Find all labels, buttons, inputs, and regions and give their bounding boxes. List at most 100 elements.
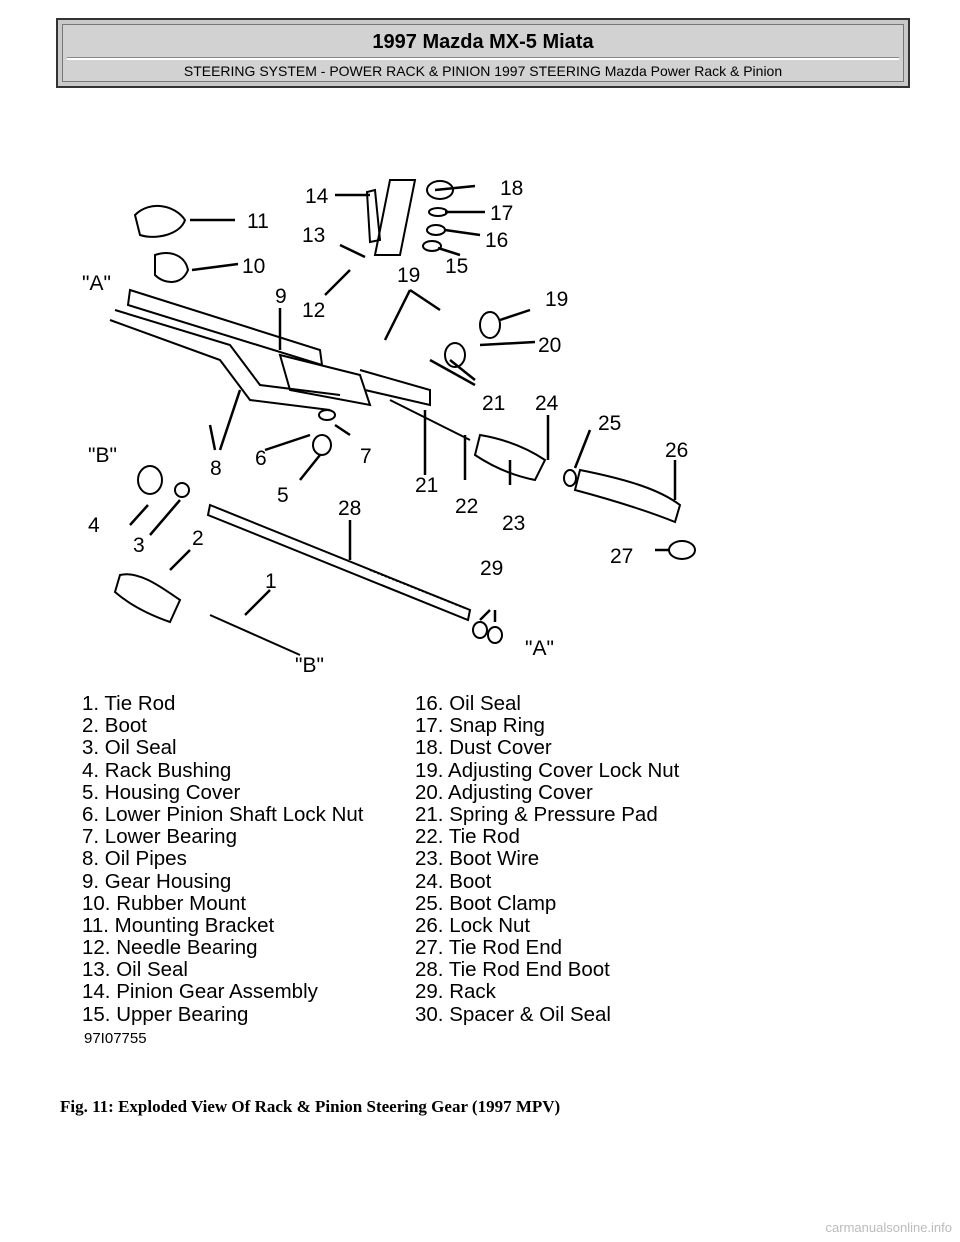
oil-seal-30 bbox=[487, 626, 503, 644]
legend-item: 13. Oil Seal bbox=[82, 958, 188, 982]
snap-ring bbox=[428, 207, 448, 217]
callout-23: 22 bbox=[455, 495, 478, 518]
callout-19b: 19 bbox=[545, 288, 568, 311]
rack-bar bbox=[206, 503, 472, 622]
callout-7: 7 bbox=[360, 445, 372, 468]
rack-bushing-part bbox=[137, 465, 163, 495]
exploded-view-diagram: 14 13 18 17 16 15 11 10 "A" 9 12 19 19 2… bbox=[82, 177, 696, 677]
callout-view-b-upper: "B" bbox=[88, 444, 117, 467]
legend-item: 1. Tie Rod bbox=[82, 692, 176, 715]
callout-16: 16 bbox=[485, 229, 508, 252]
callout-22: 21 bbox=[415, 474, 438, 497]
lower-bearing-part bbox=[318, 409, 336, 421]
callout-27: 26 bbox=[665, 439, 688, 462]
view-a-label-lower: "A" bbox=[525, 637, 554, 660]
rubber-mount bbox=[154, 252, 190, 283]
oil-seal-3 bbox=[174, 482, 190, 498]
oil-pipe-1 bbox=[109, 319, 331, 411]
mounting-bracket bbox=[133, 204, 187, 238]
valve-body bbox=[278, 353, 372, 407]
figure-code: 97I07755 bbox=[84, 1030, 147, 1047]
callout-18: 18 bbox=[500, 177, 523, 200]
legend-item: 23. Boot Wire bbox=[415, 847, 540, 871]
legend-item: 30. Spacer & Oil Seal bbox=[415, 1002, 611, 1026]
page-title: 1997 Mazda MX-5 Miata bbox=[372, 31, 594, 53]
header-panel: 1997 Mazda MX-5 Miata STEERING SYSTEM - … bbox=[62, 24, 904, 82]
callout-2: 2 bbox=[192, 527, 204, 550]
legend-item: 12. Needle Bearing bbox=[82, 936, 258, 960]
legend-item: 7. Lower Bearing bbox=[82, 825, 237, 849]
legend-item: 26. Lock Nut bbox=[415, 913, 531, 937]
view-a-label: "A" bbox=[82, 272, 111, 295]
legend-item: 3. Oil Seal bbox=[82, 736, 177, 760]
lock-nut-26 bbox=[563, 469, 577, 487]
callout-30: 29 bbox=[480, 557, 503, 580]
left-tie-rod bbox=[209, 614, 301, 656]
callout-20: 20 bbox=[538, 334, 561, 357]
callout-29: 28 bbox=[338, 497, 361, 520]
legend-item: 17. Snap Ring bbox=[415, 714, 545, 738]
tie-rod-end bbox=[573, 468, 682, 524]
right-boot bbox=[473, 433, 547, 482]
adjusting-cover bbox=[479, 311, 501, 339]
callout-14: 14 bbox=[305, 185, 329, 208]
oil-pipe-2 bbox=[114, 309, 341, 396]
pinion-housing bbox=[373, 179, 417, 256]
callout-26: 25 bbox=[598, 412, 621, 435]
callout-6: 6 bbox=[255, 447, 267, 470]
housing-cover-part bbox=[312, 434, 332, 456]
legend-item: 22. Tie Rod bbox=[415, 825, 520, 849]
legend-item: 6. Lower Pinion Shaft Lock Nut bbox=[82, 802, 364, 826]
legend-item: 5. Housing Cover bbox=[82, 780, 241, 804]
page-subtitle: STEERING SYSTEM - POWER RACK & PINION 19… bbox=[183, 63, 783, 79]
legend-item: 4. Rack Bushing bbox=[82, 758, 232, 782]
legend-item: 29. Rack bbox=[415, 980, 496, 1004]
spacer bbox=[472, 621, 488, 639]
legend-item: 15. Upper Bearing bbox=[82, 1002, 249, 1026]
legend-item: 21. Spring & Pressure Pad bbox=[415, 802, 658, 826]
legend-item: 28. Tie Rod End Boot bbox=[415, 958, 610, 982]
callout-8: 8 bbox=[210, 457, 222, 480]
view-b-label-lower: "B" bbox=[295, 654, 324, 677]
housing-right bbox=[359, 369, 431, 407]
callout-10: 10 bbox=[242, 255, 265, 278]
header-divider bbox=[67, 57, 899, 60]
spring-pad bbox=[444, 342, 466, 368]
leader-lines bbox=[129, 184, 677, 622]
callout-5: 5 bbox=[277, 484, 289, 507]
callout-21: 21 bbox=[482, 392, 505, 415]
callout-9: 9 bbox=[275, 285, 287, 308]
callout-19a: 19 bbox=[397, 264, 420, 287]
legend-item: 27. Tie Rod End bbox=[415, 936, 563, 960]
upper-bearing bbox=[422, 240, 442, 252]
callout-4: 4 bbox=[88, 514, 100, 537]
callout-15: 15 bbox=[445, 255, 468, 278]
rack-teeth bbox=[369, 569, 466, 609]
legend-item: 20. Adjusting Cover bbox=[415, 780, 593, 804]
watermark: carmanualsonline.info bbox=[825, 1220, 952, 1235]
legend-item: 16. Oil Seal bbox=[415, 692, 521, 715]
gear-housing-tube bbox=[126, 288, 324, 367]
callout-3: 3 bbox=[133, 534, 145, 557]
callout-24: 23 bbox=[502, 512, 525, 535]
legend-item: 10. Rubber Mount bbox=[82, 891, 247, 915]
legend-left: 1. Tie Rod 2. Boot 3. Oil Seal 4. Rack B… bbox=[82, 692, 364, 1026]
legend-item: 19. Adjusting Cover Lock Nut bbox=[415, 758, 680, 782]
callout-1: 1 bbox=[265, 570, 277, 593]
callout-13: 13 bbox=[302, 224, 325, 247]
legend-item: 24. Boot bbox=[415, 869, 492, 893]
legend-item: 25. Boot Clamp bbox=[415, 891, 557, 915]
callout-labels: 14 13 18 17 16 15 11 10 "A" 9 12 19 19 2… bbox=[82, 177, 688, 677]
oil-seal-16 bbox=[426, 224, 446, 236]
legend-item: 9. Gear Housing bbox=[82, 869, 232, 893]
callout-17: 17 bbox=[490, 202, 513, 225]
page-header: 1997 Mazda MX-5 Miata STEERING SYSTEM - … bbox=[56, 18, 910, 88]
dust-cover bbox=[426, 180, 454, 200]
legend-right: 16. Oil Seal 17. Snap Ring 18. Dust Cove… bbox=[415, 692, 680, 1026]
legend-item: 14. Pinion Gear Assembly bbox=[82, 980, 318, 1004]
tie-rod-end-boot bbox=[668, 540, 696, 560]
callout-12: 12 bbox=[302, 299, 325, 322]
callout-11: 11 bbox=[247, 210, 269, 233]
callout-25: 24 bbox=[535, 392, 559, 415]
callout-28: 27 bbox=[610, 545, 633, 568]
